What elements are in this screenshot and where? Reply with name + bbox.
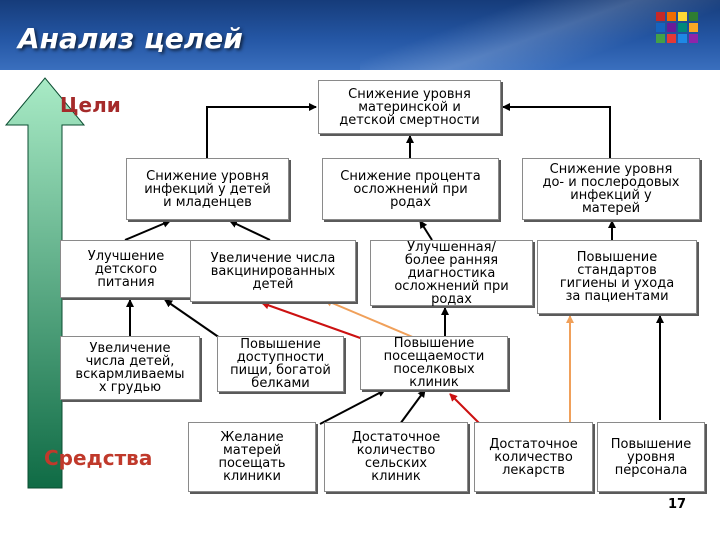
arrow-n5-n2 [124,220,171,241]
arrow-n14-n11 [449,393,481,425]
node-birth-complications: Снижение процента осложнений при родах [322,158,499,220]
node-clinic-attendance: Повышение посещаемости поселковых клиник [360,336,508,390]
arrow-n2-n1 [206,103,317,158]
arrow-n13-n11 [399,389,426,425]
arrow-n6-n2 [229,220,271,241]
arrow-n10-n5 [164,299,221,339]
node-maternal-infections: Снижение уровня до- и послеродовых инфек… [522,158,700,220]
arrow-n7-n3 [419,220,433,241]
node-child-nutrition: Улучшение детского питания [60,240,192,298]
means-label: Средства [44,446,153,470]
node-medicines: Достаточное количество лекарств [474,422,593,492]
node-protein-food: Повышение доступности пищи, богатой белк… [217,336,344,392]
node-breastfeeding: Увеличение числа детей, вскармливаемы х … [60,336,200,400]
page-number: 17 [668,497,687,512]
arrow-n11-n3 [324,299,416,339]
goals-means-arrow [4,77,86,489]
slide-title: Анализ целей [18,22,243,55]
goals-label: Цели [60,93,121,117]
node-early-diagnostics: Улучшенная/ более ранняя диагностика осл… [370,240,533,306]
node-rural-clinics: Достаточное количество сельских клиник [324,422,468,492]
arrow-n4-n1 [502,103,611,158]
node-mortality-reduction: Снижение уровня материнской и детской см… [318,80,501,134]
header-banner: Анализ целей [0,0,720,70]
node-child-infections: Снижение уровня инфекций у детей и младе… [126,158,289,220]
logo-icon [656,12,700,52]
node-vaccination: Увеличение числа вакцинированных детей [190,240,356,302]
node-hygiene-standards: Повышение стандартов гигиены и ухода за … [537,240,697,314]
node-staff-level: Повышение уровня персонала [597,422,705,492]
node-mothers-willingness: Желание матерей посещать клиники [188,422,316,492]
arrow-n12-n11 [319,389,386,425]
